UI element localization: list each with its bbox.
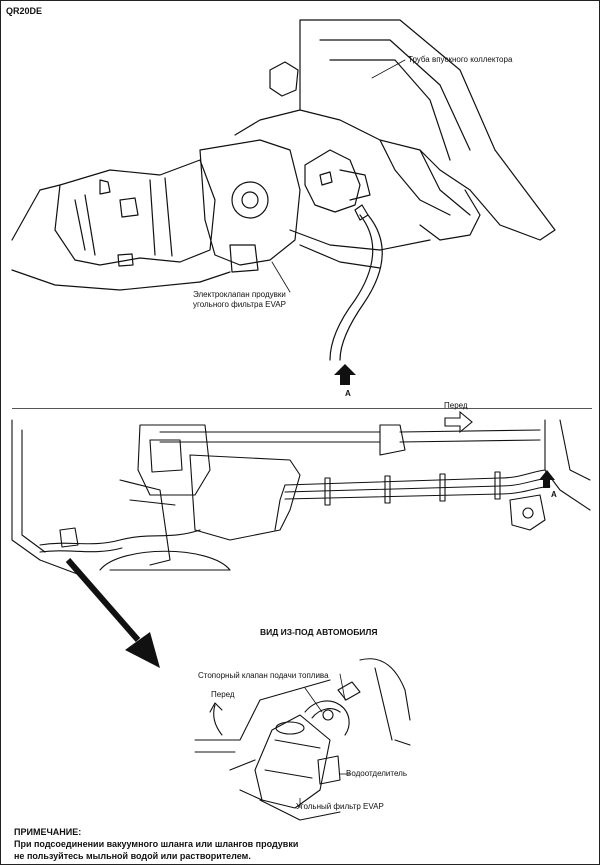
evap-pipes: [284, 469, 546, 486]
label-front-middle: Перед: [444, 401, 468, 410]
label-canister: Угольный фильтр EVAP: [296, 802, 384, 811]
vacuum-hose: [329, 214, 374, 361]
note-line2: не пользуйтесь мыльной водой или раствор…: [14, 851, 251, 861]
label-evap-valve-line2: угольного фильтра EVAP: [193, 300, 286, 309]
caption-underbody-view: ВИД ИЗ-ПОД АВТОМОБИЛЯ: [260, 627, 378, 637]
intake-manifold: [299, 19, 556, 241]
arrow-a-top: [334, 364, 356, 385]
evap-canister: [254, 714, 331, 809]
label-evap-valve-line1: Электроклапан продувки: [193, 290, 286, 299]
label-front-detail: Перед: [211, 690, 235, 699]
label-intake-pipe: Труба впускного коллектора: [408, 55, 513, 64]
arrow-a-middle: [539, 470, 555, 488]
big-pointer-arrow: [65, 558, 160, 668]
marker-a-top: A: [345, 389, 351, 398]
label-check-valve: Стопорный клапан подачи топлива: [198, 671, 329, 680]
section-divider: [12, 408, 592, 409]
note-line1: При подсоединении вакуумного шланга или …: [14, 839, 299, 849]
front-arrow-detail: [213, 704, 223, 736]
marker-a-middle: A: [551, 490, 557, 499]
water-separator: [317, 755, 341, 785]
air-intake-duct: [54, 159, 216, 266]
model-title: QR20DE: [6, 6, 43, 16]
note-block: ПРИМЕЧАНИЕ: При подсоединении вакуумного…: [14, 826, 298, 862]
fuel-tank: [189, 454, 301, 541]
evap-solenoid: [304, 149, 361, 213]
throttle-body: [199, 139, 301, 266]
driveshaft: [159, 431, 381, 443]
note-title: ПРИМЕЧАНИЕ:: [14, 827, 82, 837]
label-water-separator: Водоотделитель: [346, 769, 407, 778]
front-arrow-middle: [444, 410, 473, 434]
